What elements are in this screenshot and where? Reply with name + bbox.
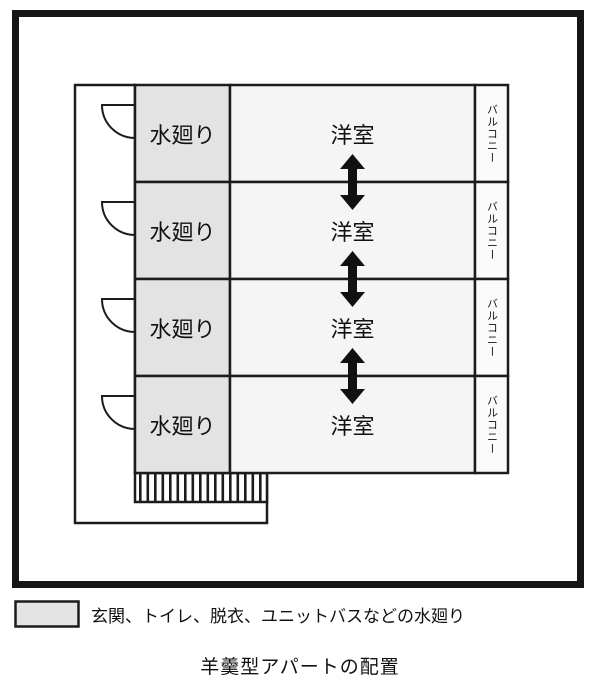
door-swing-icon — [100, 298, 136, 333]
balcony-cell — [473, 374, 510, 475]
balcony-cell — [473, 277, 510, 378]
legend-swatch — [14, 600, 80, 628]
door-swing-icon — [100, 201, 136, 236]
legend-swatch-rect — [14, 600, 80, 628]
water-area-cell — [133, 374, 232, 475]
double-arrow-icon — [340, 154, 365, 210]
water-area-cell — [133, 83, 232, 184]
legend: 玄関、トイレ、脱衣、ユニットバスなどの水廻り — [14, 600, 465, 628]
door-swing-icon — [100, 395, 136, 430]
double-arrow-icon — [340, 348, 365, 404]
double-arrow-icon — [340, 251, 365, 307]
figure-caption: 羊羹型アパートの配置 — [200, 657, 400, 678]
balcony-cell — [473, 180, 510, 281]
water-area-cell — [133, 180, 232, 281]
plan-outer-frame: 水廻り 洋室 バルコニー 水廻り 洋室 バルコニー 水廻り 洋室 バルコニー 水… — [12, 10, 584, 588]
balcony-cell — [473, 83, 510, 184]
water-area-cell — [133, 277, 232, 378]
legend-label: 玄関、トイレ、脱衣、ユニットバスなどの水廻り — [91, 606, 465, 626]
floor-plan-svg — [73, 83, 510, 525]
door-swing-icon — [100, 104, 136, 139]
stairs-hatch — [133, 471, 269, 504]
